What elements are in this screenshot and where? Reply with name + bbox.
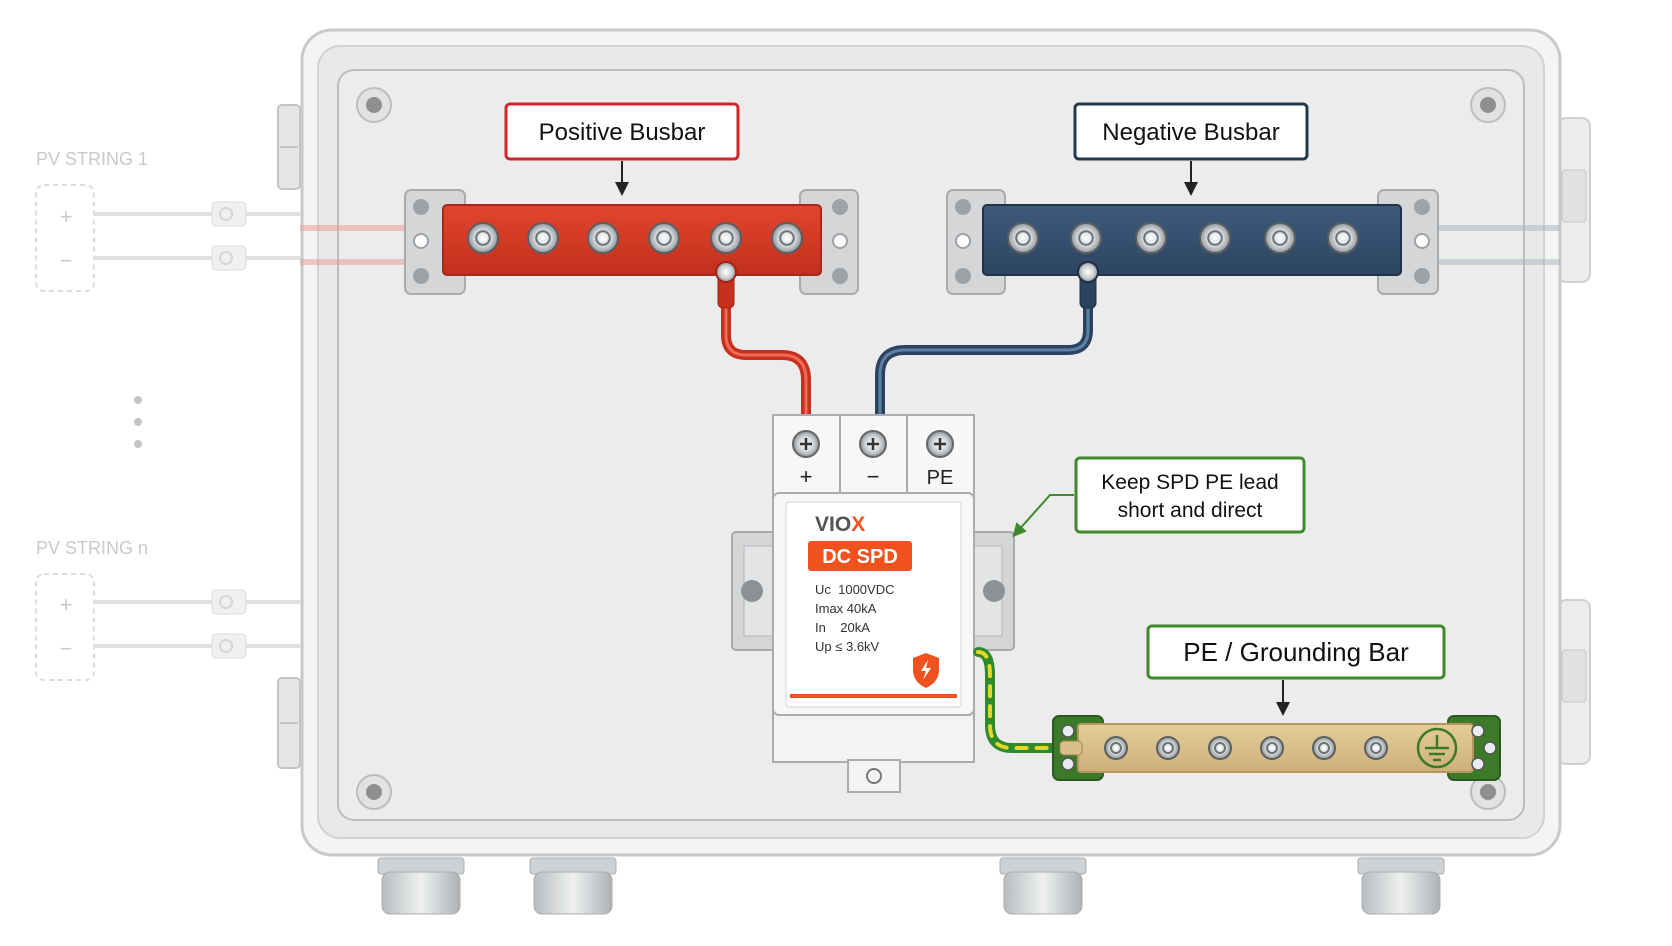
corner-screw [1470,774,1506,810]
latch-right-bottom [1557,599,1591,765]
ground-symbol-icon [1416,727,1458,769]
pv-string-1-plus: + [60,204,73,229]
spd-model: DC SPD [822,546,898,568]
pv-string-1: PV STRING 1 + − [35,149,300,292]
ground-bar-stud [1260,736,1284,760]
cable-gland-icon [999,857,1087,915]
pe-lead-note-line2: short and direct [1118,499,1263,522]
spd-terminal-plus-label: + [800,464,813,489]
pe-lead-note-callout: Keep SPD PE lead short and direct [1012,456,1306,538]
pv-string-1-module [35,184,95,292]
latch-right-top [1557,117,1591,283]
negative-busbar-callout: Negative Busbar [1073,102,1309,196]
mc4-connector-icon [211,201,247,227]
cable-gland-icon [529,857,617,915]
spd-spec-imax: Imax 40kA [815,601,877,616]
pv-string-n-minus: − [60,636,73,661]
pe-lead-wire-stripe [976,650,1077,750]
spd-face-stripe [790,694,957,698]
pe-terminal-stud-icon [926,430,954,458]
cable-gland-icon [1357,857,1445,915]
ground-bar-stud [1364,736,1388,760]
spd-model-badge [808,541,912,571]
negative-busbar-stud [1070,222,1102,254]
negative-lug [1077,261,1099,309]
negative-busbar-studs [1007,222,1359,254]
positive-busbar-stud [467,222,499,254]
mc4-connector-icon [211,633,247,659]
positive-busbar-stud [710,222,742,254]
spd-spec-in: In 20kA [815,620,870,635]
spd-terminal-minus-label: − [867,464,880,489]
ground-bar-stud [1104,736,1128,760]
positive-busbar-stud [587,222,619,254]
negative-busbar-stud [1135,222,1167,254]
pe-lug [1059,740,1083,756]
pv-string-n-module [35,573,95,681]
positive-busbar-studs [467,222,803,254]
spd-brand: VIOX [815,513,865,536]
corner-screw [1470,87,1506,123]
negative-lead-wire-highlight [878,288,1090,417]
pv-string-n-plus: + [60,592,73,617]
pv-ellipsis [134,396,142,448]
pv-string-n: PV STRING n + − [35,538,300,681]
dc-spd-module: + − PE VIOX DC SPD Uc 1000VDC Imax 40kA … [772,414,975,793]
corner-screw [356,87,392,123]
negative-terminal-stud-icon [859,430,887,458]
pv-string-1-minus: − [60,248,73,273]
negative-busbar-stud [1007,222,1039,254]
ground-bar-stud [1312,736,1336,760]
positive-busbar-body [442,204,822,276]
spd-terminal-pe-label: PE [927,467,954,489]
spd-spec-up: Up ≤ 3.6kV [815,639,880,654]
spd-spec-uc: Uc 1000VDC [815,582,894,597]
ground-bar-callout: PE / Grounding Bar [1146,624,1446,716]
spd-base [772,711,975,763]
hinge-icon [277,104,301,190]
ground-bar-stud [1208,736,1232,760]
spd-clip [847,759,901,793]
negative-busbar-stud [1327,222,1359,254]
corner-screw [356,774,392,810]
positive-busbar-callout: Positive Busbar [504,102,740,196]
negative-busbar-stud [1264,222,1296,254]
lightning-shield-icon [913,653,939,688]
hinge-icon [277,677,301,769]
cable-gland-icon [377,857,465,915]
positive-lead-wire-highlight [724,288,808,417]
positive-busbar-stud [648,222,680,254]
positive-busbar-stud [771,222,803,254]
ground-bar-studs [1104,736,1388,760]
pv-string-1-label: PV STRING 1 [36,149,148,169]
pe-lead-note-arrow [1012,494,1074,538]
ground-bar-label: PE / Grounding Bar [1183,637,1409,667]
pe-lead-note-line1: Keep SPD PE lead [1101,471,1278,494]
mc4-connector-icon [211,589,247,615]
pv-string-n-label: PV STRING n [36,538,148,558]
negative-busbar-stud [1199,222,1231,254]
ground-bar-stud [1156,736,1180,760]
positive-terminal-stud-icon [792,430,820,458]
positive-busbar-stud [527,222,559,254]
negative-busbar-label: Negative Busbar [1102,119,1279,146]
positive-lug [715,261,737,309]
mc4-connector-icon [211,245,247,271]
positive-busbar-label: Positive Busbar [539,119,706,146]
